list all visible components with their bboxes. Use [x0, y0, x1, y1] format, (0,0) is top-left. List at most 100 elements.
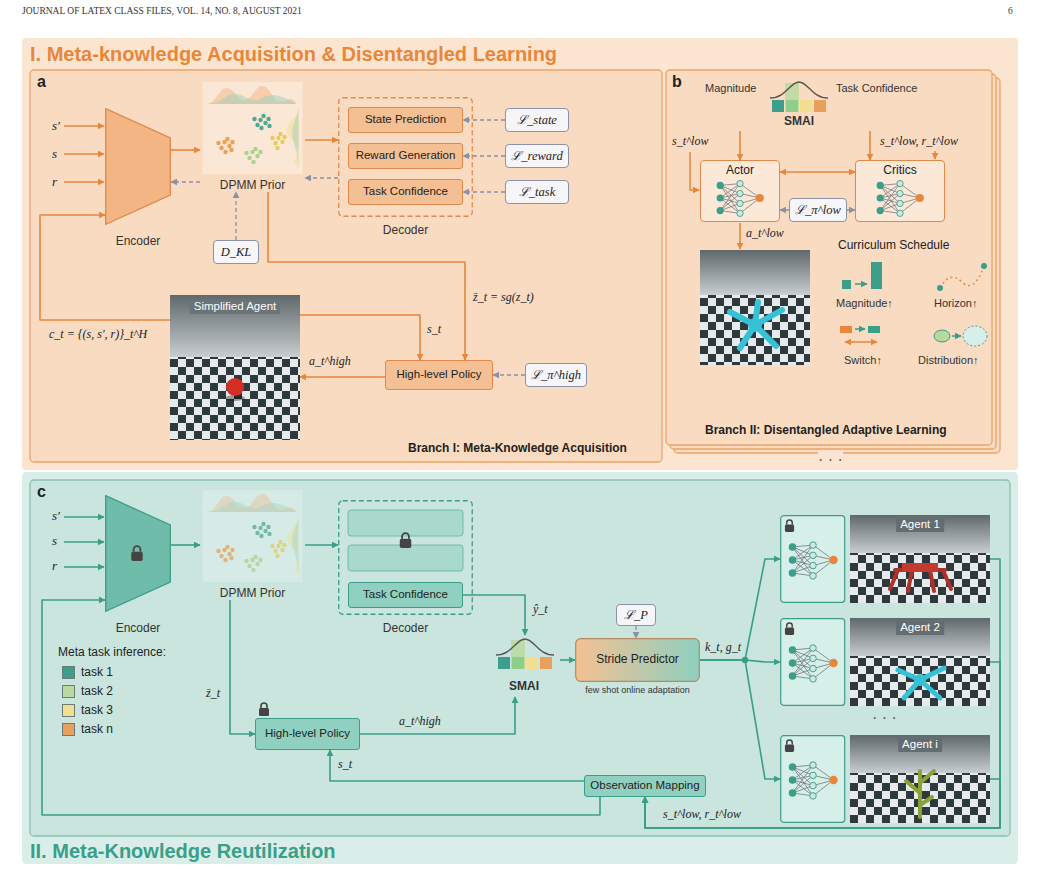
frozen-head	[348, 510, 463, 536]
input-symbol: r	[52, 558, 57, 574]
prior-plot	[200, 490, 305, 582]
node-label: Encoder	[105, 234, 171, 248]
smai-indicator: SMAI	[490, 635, 560, 697]
loss-box: ℒ_reward	[505, 144, 569, 168]
legend-label: task n	[81, 722, 113, 736]
agent-block: Agent i	[780, 735, 990, 823]
prior-plot	[200, 82, 305, 174]
connector	[780, 171, 855, 173]
legend-swatch	[62, 723, 75, 736]
confidence-bars	[496, 639, 554, 669]
connector	[560, 659, 575, 661]
simulated-agent	[170, 295, 300, 440]
legend-label: task 3	[81, 703, 113, 717]
dashed-outline	[339, 98, 473, 217]
network-icon	[789, 762, 838, 799]
connector	[847, 209, 855, 210]
legend-row: task 1	[62, 665, 113, 679]
node-label: State Prediction	[365, 113, 446, 127]
input-symbol: s′	[52, 118, 60, 134]
section-band: Encoder DPMM Prior State PredictionReward …	[22, 38, 1018, 470]
agent-scene	[850, 735, 990, 823]
latent-prior: DPMM Prior	[200, 82, 305, 192]
loss-box: ℒ_π^low	[789, 198, 847, 222]
lock-icon	[400, 533, 411, 548]
network-icon	[789, 645, 838, 682]
node-label: a	[37, 72, 46, 91]
node-label: SMAI	[784, 114, 814, 128]
node-label: D_KL	[221, 245, 252, 260]
process-box: Task Confidence	[348, 582, 463, 608]
connector	[330, 750, 584, 781]
loss-box: ℒ_task	[505, 180, 569, 204]
edge-label: k_t, g_t	[704, 640, 742, 654]
node-label: Branch II: Disentangled Adaptive Learnin…	[705, 423, 947, 437]
band-fill	[22, 472, 1018, 864]
agent-frame	[780, 735, 990, 823]
lock-icon	[785, 740, 794, 752]
connector	[305, 544, 338, 546]
node-label: Encoder	[105, 621, 171, 635]
legend-swatch	[62, 704, 75, 717]
scene-frame	[170, 295, 300, 440]
connector	[463, 191, 505, 192]
node-label: few shot online adaptation	[575, 685, 700, 696]
loss-box: D_KL	[213, 240, 259, 264]
node-label: Task Confidence	[836, 82, 917, 95]
process-box: High-level Policy	[255, 718, 360, 750]
connector	[463, 119, 505, 120]
process-box: High-level Policy	[385, 360, 493, 390]
smai-indicator: MagnitudeTask ConfidenceSMAI	[700, 76, 930, 131]
network-icon	[789, 542, 838, 579]
state-leader	[690, 152, 699, 190]
network-icon-frame	[701, 178, 779, 220]
edge-label: z̄_t	[205, 686, 221, 700]
node-label: Decoder	[338, 223, 473, 237]
legend-row: task n	[62, 722, 113, 736]
agent-scene	[850, 618, 990, 706]
node-label: II. Meta-Knowledge Reutilization	[30, 839, 336, 863]
legend-swatch	[62, 685, 75, 698]
legend-row: task 2	[62, 684, 113, 698]
dashed-outline	[339, 501, 473, 615]
lock-icon	[785, 623, 794, 635]
schedule-item: Distribution↑	[918, 354, 979, 367]
connector	[171, 181, 200, 182]
node-label: b	[672, 72, 682, 91]
node-label: ℒ_π^low	[795, 203, 841, 218]
agent-frame	[780, 515, 990, 603]
node-label: ℒ_reward	[511, 149, 562, 164]
node-label: Agent i	[898, 738, 942, 752]
panel-fill	[666, 70, 992, 445]
running-header: JOURNAL OF LATEX CLASS FILES, VOL. 14, N…	[22, 6, 302, 17]
node-label: ℒ_task	[519, 185, 555, 200]
panel-box: Encoder DPMM Prior Task ConfidenceDecoderH…	[30, 480, 1010, 836]
node-label: Branch I: Meta-Knowledge Acquisition	[408, 441, 627, 455]
node-label: Actor	[726, 161, 754, 177]
node-label: c	[37, 482, 46, 501]
agent-block: Agent 1	[780, 515, 990, 603]
section-band: Encoder DPMM Prior Task ConfidenceDecoderH…	[22, 472, 1018, 864]
input-leaders	[64, 126, 104, 182]
agent-scene: Simplified Agent	[170, 295, 300, 440]
connector	[300, 376, 385, 378]
schedule-item: Magnitude↑	[836, 297, 893, 310]
network-icon-frame	[856, 178, 944, 220]
connector	[305, 139, 338, 141]
edge-label: s_t^low, r_t^low	[662, 807, 742, 821]
agent-scene	[850, 515, 990, 603]
node-label: DPMM Prior	[200, 586, 305, 600]
decoder-block: Task ConfidenceDecoder	[338, 500, 473, 635]
policy-network	[781, 619, 845, 706]
ellipsis: · · ·	[872, 708, 897, 727]
lock-frame	[258, 702, 270, 716]
agent-block: Agent 2	[780, 618, 990, 706]
edge-label: z̄_t = sg(z_t)	[472, 290, 535, 304]
edge-label: a_t^high	[398, 714, 442, 728]
process-box: Reward Generation	[348, 143, 463, 169]
legend-label: task 1	[81, 665, 113, 679]
loss-box: ℒ_π^high	[525, 363, 587, 387]
stride-predictor: Stride Predictorfew shot online adaptati…	[575, 638, 700, 706]
schedule-title: Curriculum Schedule	[838, 238, 949, 252]
